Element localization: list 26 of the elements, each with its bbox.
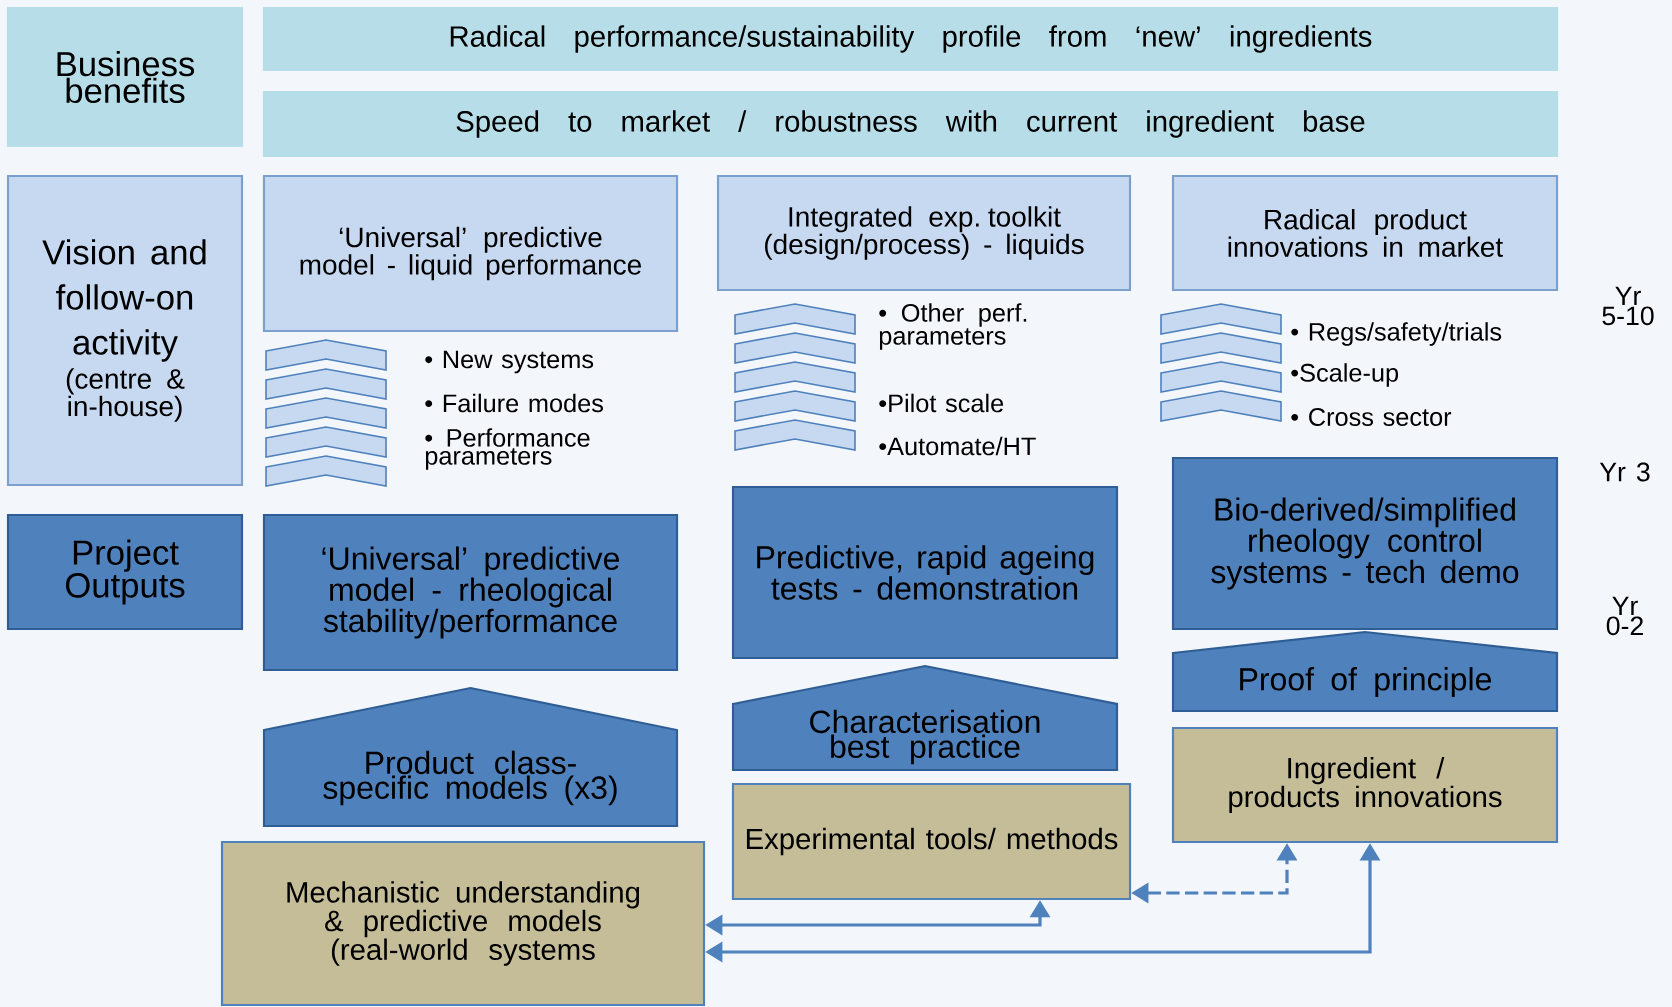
foundation-box: Ingredient / products innovations <box>1171 726 1559 844</box>
bullet-text: • Regs/safety/trials <box>1291 322 1502 346</box>
bullet-text: • Performance parameters <box>425 428 590 470</box>
bullet-text: • Cross sector <box>1291 408 1452 426</box>
output-box: Predictive, rapid ageing tests - demonstration <box>731 485 1119 660</box>
vision-box: ‘Universal’ predictive model - liquid performance <box>262 174 679 333</box>
pentagon-box: Characterisation best practice <box>731 664 1119 772</box>
vision-box: Integrated exp. toolkit (design/process) - liquids <box>716 174 1132 292</box>
bullet-text: • Failure modes <box>425 393 603 413</box>
year-label: Yr 3 <box>1599 462 1650 482</box>
year-label: Yr 0-2 <box>1606 596 1643 636</box>
bullet-text: •Pilot scale <box>879 393 1004 413</box>
category-box: Vision and follow-on activity (centre & in-house) <box>6 174 244 487</box>
benefit-band: Speed to market / robustness with current ingredient base <box>262 90 1559 158</box>
bullet-text: •Automate/HT <box>879 436 1036 456</box>
foundation-box: Experimental tools/ methods <box>731 782 1132 901</box>
year-label: Yr 5-10 <box>1602 286 1654 326</box>
category-box: Project Outputs <box>6 513 244 631</box>
category-box: Business benefits <box>6 6 244 148</box>
output-box: ‘Universal’ predictive model - rheological stability/performance <box>262 513 679 672</box>
pentagon-box: Proof of principle <box>1171 630 1559 713</box>
vision-box: Radical product innovations in market <box>1171 174 1559 292</box>
benefit-band: Radical performance/sustainability profile from ‘new’ ingredients <box>262 6 1559 72</box>
bullet-text: •Scale-up <box>1291 363 1399 387</box>
pentagon-box: Product class-specific models (x3) <box>262 686 679 828</box>
foundation-box: Mechanistic understanding & predictive models (real-world systems <box>220 840 706 1007</box>
